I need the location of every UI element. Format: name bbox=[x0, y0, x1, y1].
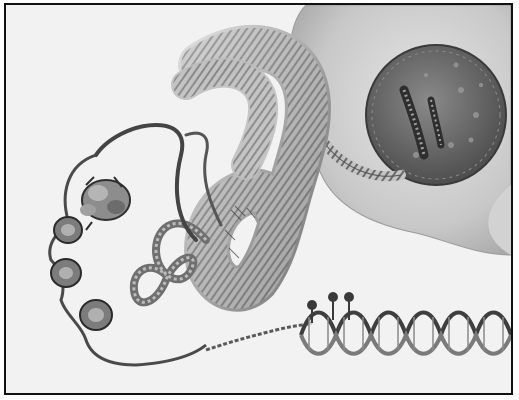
cell-nucleus bbox=[366, 45, 506, 185]
nucleosome bbox=[51, 259, 81, 287]
nucleosome bbox=[54, 217, 82, 243]
illustration-frame bbox=[4, 3, 513, 395]
nucleosome bbox=[80, 300, 112, 330]
dna-packaging-illustration bbox=[6, 5, 511, 393]
